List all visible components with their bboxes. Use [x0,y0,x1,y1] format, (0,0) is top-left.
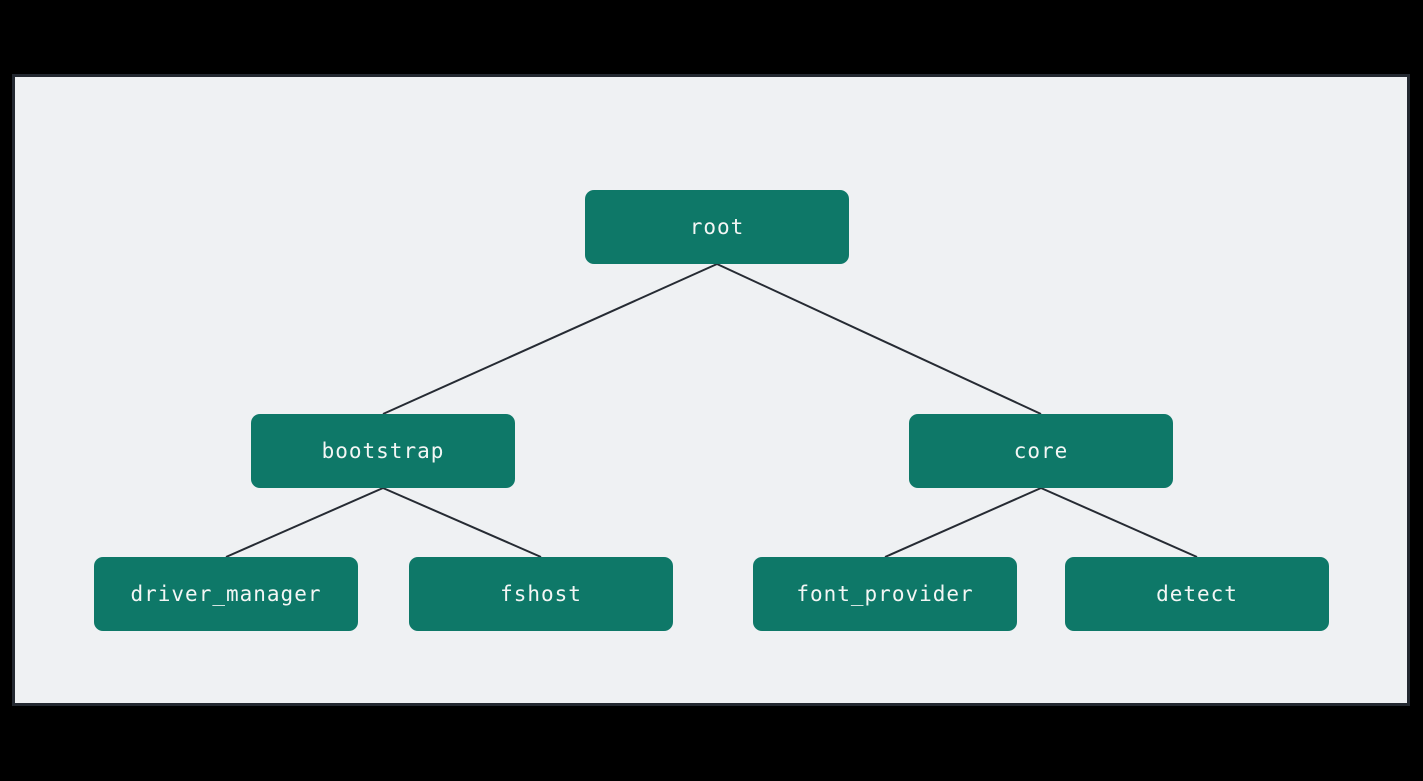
node-detect: detect [1065,557,1329,631]
edge-core-detect [1040,487,1198,558]
node-driver-manager-label: driver_manager [130,582,322,606]
edge-bootstrap-fshost [382,487,542,558]
edge-core-font-provider [884,487,1042,558]
diagram-panel: root bootstrap core driver_manager fshos… [12,74,1410,706]
edge-bootstrap-driver-manager [225,487,384,558]
node-root-label: root [689,215,745,239]
node-font-provider-label: font_provider [796,582,974,606]
node-detect-label: detect [1156,582,1238,606]
node-fshost: fshost [409,557,673,631]
edge-root-core [716,263,1042,415]
node-root: root [585,190,849,264]
node-fshost-label: fshost [500,582,582,606]
node-driver-manager: driver_manager [94,557,358,631]
node-font-provider: font_provider [753,557,1017,631]
node-core-label: core [1013,439,1069,463]
tree-edges [225,263,1198,558]
node-bootstrap-label: bootstrap [321,439,445,463]
node-bootstrap: bootstrap [251,414,515,488]
edge-root-bootstrap [382,263,718,415]
node-core: core [909,414,1173,488]
